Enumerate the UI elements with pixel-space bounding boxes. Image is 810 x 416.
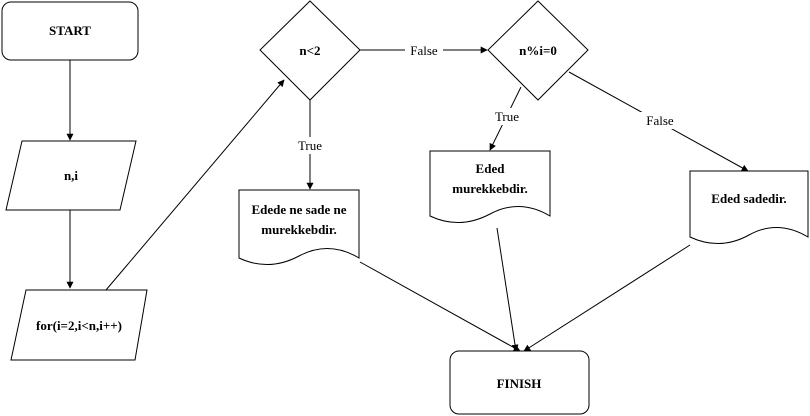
edge-labels: True False True False [293,42,680,154]
finish-node: FINISH [449,350,590,415]
start-node: START [1,1,139,61]
edge-label-cond1-true: True [298,138,322,153]
edge-doc-neither-to-finish [359,261,521,352]
doc-prime-node: Eded sadedir. [689,170,809,244]
edge-label-cond2-false: False [646,113,674,128]
doc-composite-node: Eded murekkebdir. [429,150,551,224]
edge-doc-composite-to-finish [496,227,519,352]
start-label: START [49,23,91,38]
loop-node: for(i=2,i<n,i++) [10,289,148,361]
input-label: n,i [64,168,78,183]
cond1-label: n<2 [299,43,320,58]
doc-composite-line-1: Eded [476,161,506,176]
edge-loop-to-cond1 [105,79,285,291]
doc-prime-label: Eded sadedir. [711,191,786,206]
loop-label: for(i=2,i<n,i++) [36,318,122,333]
edge-doc-prime-to-finish [523,244,691,352]
input-node: n,i [5,140,137,211]
cond2-label: n%i=0 [519,43,557,58]
condition-n-mod-i: n%i=0 [487,0,589,101]
doc-neither-line-2: murekkebdir. [261,222,337,237]
finish-label: FINISH [497,376,542,391]
doc-neither-node: Edede ne sade ne murekkebdir. [238,189,360,266]
edge-label-cond1-false: False [410,43,438,58]
doc-composite-line-2: murekkebdir. [452,181,528,196]
edges [66,46,749,352]
condition-n-less-2: n<2 [259,0,361,101]
doc-neither-line-1: Edede ne sade ne [252,202,347,217]
edge-label-cond2-true: True [495,109,519,124]
